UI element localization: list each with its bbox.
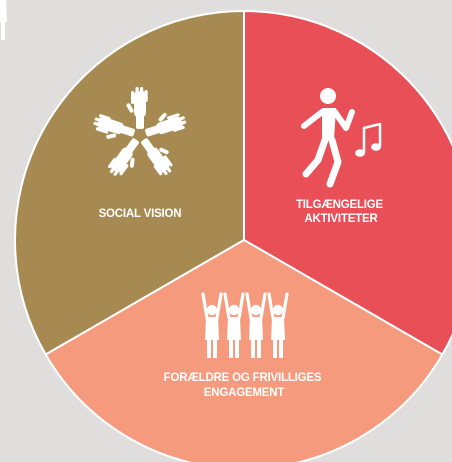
label-foraeldre-engagement: FORÆLDRE OG FRIVILLIGES ENGAGEMENT bbox=[164, 372, 325, 399]
dancing-person-music-icon bbox=[301, 88, 382, 188]
hands-together-icon bbox=[89, 87, 189, 183]
group-raising-hands-icon bbox=[0, 0, 289, 360]
label-tilgaengelige-aktiviteter: TILGÆNGELIGE AKTIVITETER bbox=[296, 199, 386, 225]
segment-social-vision bbox=[14, 9, 245, 356]
segment-foraeldre-engagement bbox=[44, 238, 444, 462]
segment-tilgaengelige-aktiviteter bbox=[243, 9, 452, 356]
label-social-vision: SOCIAL VISION bbox=[99, 208, 182, 220]
